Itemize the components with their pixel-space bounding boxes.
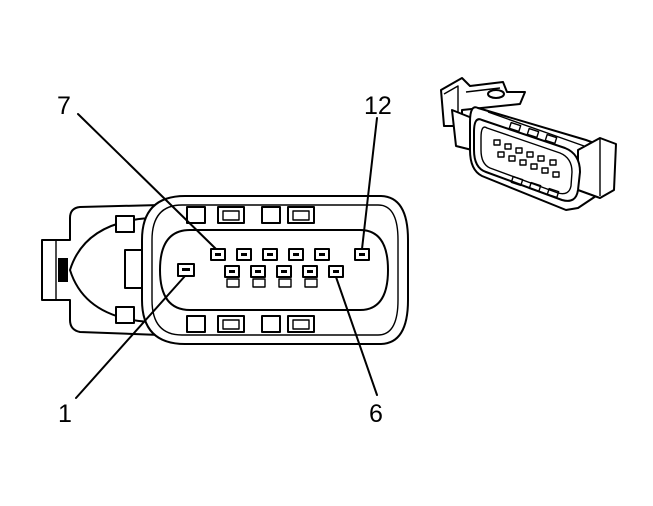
connector-face-view: [41, 195, 409, 345]
upper-cavity-row: [210, 248, 370, 261]
housing-lock-windows: [186, 206, 315, 333]
callout-pin-7: 7: [57, 92, 217, 250]
lower-cavity-row: [177, 263, 344, 288]
leader-line-pin-6: [335, 276, 378, 396]
leader-line-pin-7: [77, 113, 217, 250]
pin-label-6: 6: [369, 400, 383, 428]
leader-line-pin-1: [75, 275, 186, 399]
callout-pin-1: 1: [58, 275, 186, 428]
isometric-cavities: [493, 139, 560, 178]
connector-isometric-view: [440, 77, 617, 211]
leader-line-pin-12: [361, 117, 378, 250]
callout-pin-6: 6: [335, 276, 383, 428]
connector-latch: [41, 204, 161, 336]
callout-pin-12: 12: [361, 92, 392, 250]
pin-label-12: 12: [364, 92, 392, 120]
pin-label-7: 7: [57, 92, 71, 120]
pin-label-1: 1: [58, 400, 72, 428]
